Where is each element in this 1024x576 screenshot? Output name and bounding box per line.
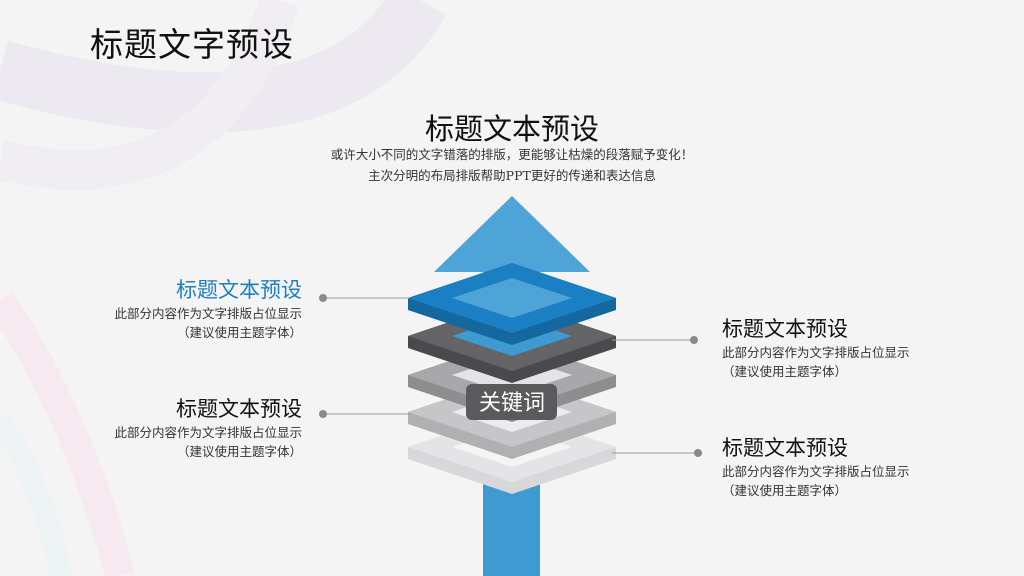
text-block-left-2: 标题文本预设 此部分内容作为文字排版占位显示 （建议使用主题字体） bbox=[62, 395, 302, 461]
connector-right-1 bbox=[612, 336, 698, 344]
block-line-2: （建议使用主题字体） bbox=[722, 364, 848, 379]
center-desc-line-2: 主次分明的布局排版帮助PPT更好的传递和表达信息 bbox=[368, 168, 656, 183]
center-description: 或许大小不同的文字错落的排版，更能够让枯燥的段落赋予变化！ 主次分明的布局排版帮… bbox=[0, 144, 1024, 186]
text-block-right-2: 标题文本预设 此部分内容作为文字排版占位显示 （建议使用主题字体） bbox=[722, 434, 910, 500]
connector-left-1 bbox=[319, 294, 410, 302]
block-line-1: 此部分内容作为文字排版占位显示 bbox=[114, 425, 302, 440]
block-line-2: （建议使用主题字体） bbox=[176, 444, 302, 459]
text-block-right-1: 标题文本预设 此部分内容作为文字排版占位显示 （建议使用主题字体） bbox=[722, 315, 910, 381]
connector-left-2 bbox=[319, 410, 410, 418]
layer-1 bbox=[408, 263, 616, 345]
arrow-head bbox=[434, 196, 590, 272]
block-line-1: 此部分内容作为文字排版占位显示 bbox=[722, 464, 910, 479]
block-title: 标题文本预设 bbox=[176, 278, 302, 302]
block-line-2: （建议使用主题字体） bbox=[722, 483, 848, 498]
block-line-1: 此部分内容作为文字排版占位显示 bbox=[114, 306, 302, 321]
slide-title: 标题文字预设 bbox=[90, 25, 294, 64]
keyword-box bbox=[466, 384, 557, 420]
block-title: 标题文本预设 bbox=[722, 436, 848, 460]
text-block-left-1: 标题文本预设 此部分内容作为文字排版占位显示 （建议使用主题字体） bbox=[62, 276, 302, 342]
block-line-1: 此部分内容作为文字排版占位显示 bbox=[722, 345, 910, 360]
center-desc-line-1: 或许大小不同的文字错落的排版，更能够让枯燥的段落赋予变化！ bbox=[330, 147, 694, 162]
keyword-text: 关键词 bbox=[479, 391, 545, 416]
block-title: 标题文本预设 bbox=[176, 397, 302, 421]
block-title: 标题文本预设 bbox=[722, 317, 848, 341]
block-line-2: （建议使用主题字体） bbox=[176, 325, 302, 340]
center-title: 标题文本预设 bbox=[424, 112, 599, 146]
connector-right-2 bbox=[612, 449, 702, 457]
